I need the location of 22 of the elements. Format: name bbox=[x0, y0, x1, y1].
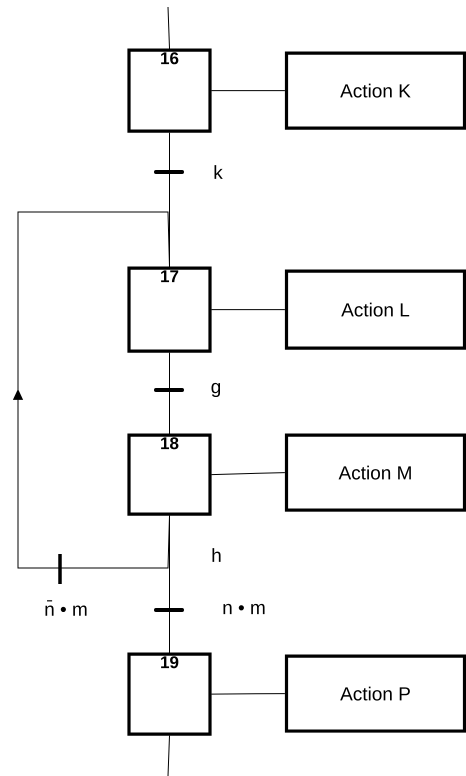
action-box: Action P bbox=[284, 654, 466, 733]
action-box: Action K bbox=[284, 52, 466, 130]
connector-line bbox=[169, 515, 170, 653]
action-box: Action M bbox=[284, 434, 466, 512]
edge-label: g bbox=[210, 382, 222, 398]
connector-line bbox=[211, 693, 286, 695]
arrow bbox=[12, 212, 170, 568]
edge-label: n • m bbox=[221, 602, 267, 616]
transition-label: h bbox=[212, 548, 221, 562]
connector-line bbox=[168, 6, 170, 49]
edge-label: n̄ • m bbox=[43, 599, 89, 617]
action-box: Action L bbox=[284, 269, 466, 350]
connector-line bbox=[211, 472, 286, 476]
step-box: 18 bbox=[127, 434, 212, 516]
step-box: 19 bbox=[127, 652, 212, 736]
connector-line bbox=[169, 352, 170, 434]
step-box: 16 bbox=[127, 48, 212, 133]
step-box: 17 bbox=[127, 266, 212, 353]
connector-line bbox=[211, 309, 286, 310]
connector-line bbox=[211, 90, 286, 92]
edge-label: k bbox=[212, 164, 224, 180]
connector-line bbox=[168, 735, 170, 776]
